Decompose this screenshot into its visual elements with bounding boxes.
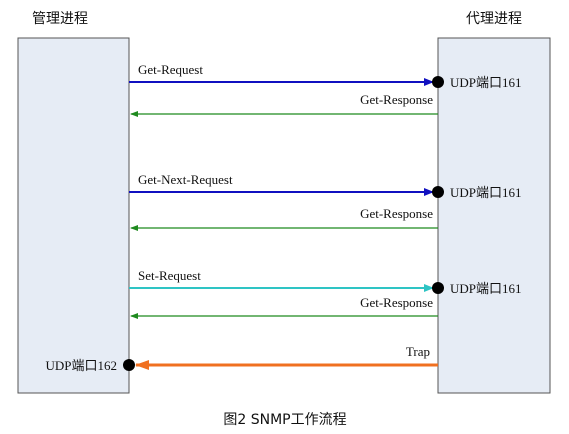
message-label: Get-Response — [360, 206, 433, 221]
port-dot — [432, 76, 444, 88]
message-label: Get-Response — [360, 92, 433, 107]
message-get-request: Get-Request UDP端口161 — [129, 62, 522, 90]
message-label: Set-Request — [138, 268, 201, 283]
port-dot — [432, 282, 444, 294]
manager-process-box — [17, 37, 130, 394]
message-trap: Trap UDP端口162 — [45, 344, 438, 373]
message-label: Get-Request — [138, 62, 203, 77]
message-get-response-3: Get-Response — [130, 295, 438, 319]
message-get-response-2: Get-Response — [130, 206, 438, 231]
port-label: UDP端口161 — [450, 75, 522, 90]
port-dot — [432, 186, 444, 198]
figure-caption: 图2 SNMP工作流程 — [223, 412, 346, 428]
port-label: UDP端口161 — [450, 281, 522, 296]
agent-header: 代理进程 — [466, 11, 522, 27]
port-dot — [123, 359, 135, 371]
message-get-response-1: Get-Response — [130, 92, 438, 117]
agent-process-box — [437, 37, 551, 394]
message-set-request: Set-Request UDP端口161 — [129, 268, 522, 296]
message-get-next-request: Get-Next-Request UDP端口161 — [129, 172, 522, 200]
port-label: UDP端口161 — [450, 185, 522, 200]
message-label: Get-Response — [360, 295, 433, 310]
message-label: Trap — [406, 344, 430, 359]
manager-header: 管理进程 — [32, 11, 88, 27]
message-label: Get-Next-Request — [138, 172, 233, 187]
port-label: UDP端口162 — [45, 358, 117, 373]
